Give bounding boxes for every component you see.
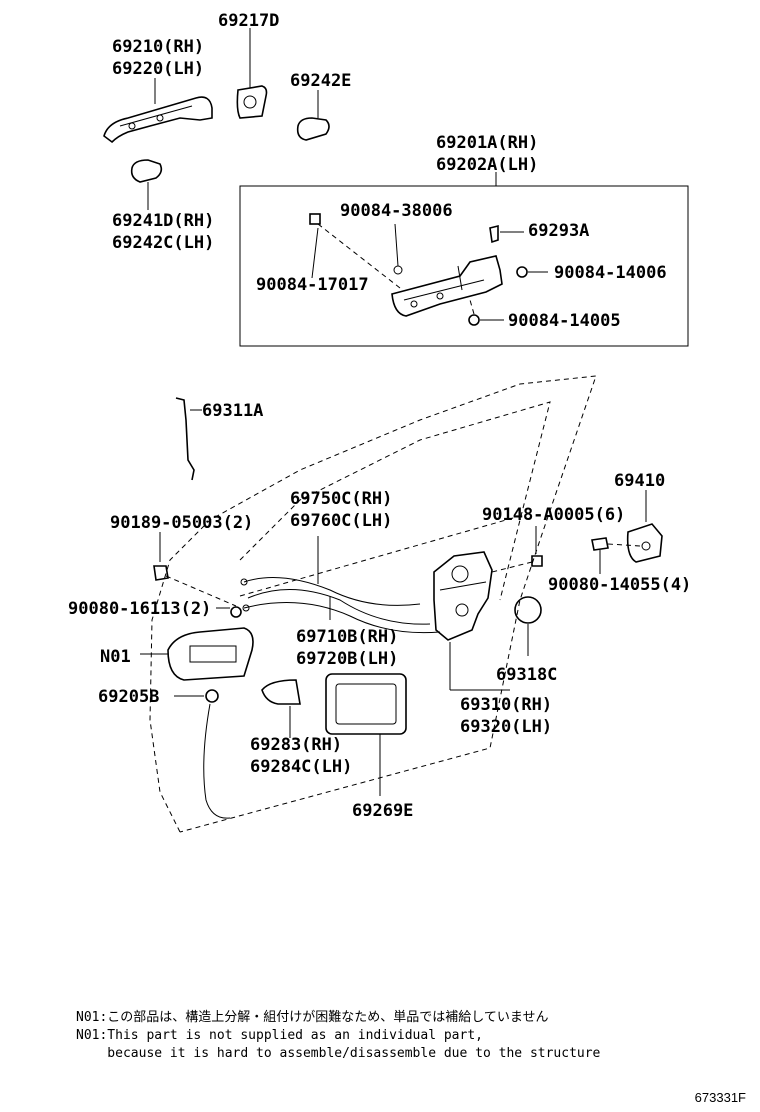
clip-69205B-part xyxy=(205,689,219,703)
inside-handle-part xyxy=(167,627,254,681)
handle-bezel-part xyxy=(261,679,301,705)
label-90080-16113: 90080-16113(2) xyxy=(68,599,211,619)
label-69217D: 69217D xyxy=(218,11,279,31)
label-N01: N01 xyxy=(100,647,131,667)
screw-90189-part xyxy=(153,565,169,581)
door-cables-part xyxy=(240,577,441,634)
label-69760C: 69760C(LH) xyxy=(290,511,392,531)
label-69293A: 69293A xyxy=(528,221,589,241)
label-69202A: 69202A(LH) xyxy=(436,155,538,175)
label-69241D: 69241D(RH) xyxy=(112,211,214,231)
door-outline xyxy=(149,375,597,833)
label-69242C: 69242C(LH) xyxy=(112,233,214,253)
label-69242E: 69242E xyxy=(290,71,351,91)
outside-handle-part xyxy=(103,96,213,144)
label-90148-A0005: 90148-A0005(6) xyxy=(482,505,625,525)
label-90084-14005: 90084-14005 xyxy=(508,311,621,331)
clip-part xyxy=(309,213,321,225)
label-90189-05003: 90189-05003(2) xyxy=(110,513,253,533)
label-69311A: 69311A xyxy=(202,401,263,421)
lock-cap-part xyxy=(514,596,542,624)
label-69205B: 69205B xyxy=(98,687,159,707)
note-jp: N01:この部品は、構造上分解・組付けが困難なため、単品では補給していません xyxy=(76,1010,549,1025)
label-69720B: 69720B(LH) xyxy=(296,649,398,669)
screw-90080-14055-part xyxy=(591,537,609,551)
label-90080-14055: 90080-14055(4) xyxy=(548,575,691,595)
note-en-line1: N01:This part is not supplied as an indi… xyxy=(76,1028,483,1043)
handle-pad-small-part xyxy=(130,159,163,183)
label-69318C: 69318C xyxy=(496,665,557,685)
label-69750C: 69750C(RH) xyxy=(290,489,392,509)
frame-assembly-box xyxy=(239,185,689,347)
door-lock-assembly-part xyxy=(433,551,493,641)
label-90084-14006: 90084-14006 xyxy=(554,263,667,283)
door-striker-part xyxy=(626,523,663,563)
label-69210: 69210(RH) xyxy=(112,37,204,57)
label-69201A: 69201A(RH) xyxy=(436,133,538,153)
outside-handle-frame-part xyxy=(391,255,503,317)
screw-90080-part xyxy=(230,606,242,618)
label-69320: 69320(LH) xyxy=(460,717,552,737)
label-69284C: 69284C(LH) xyxy=(250,757,352,777)
label-90084-17017: 90084-17017 xyxy=(256,275,369,295)
screw-90148-part xyxy=(531,555,543,567)
label-69283: 69283(RH) xyxy=(250,735,342,755)
handle-plate-part xyxy=(325,673,407,735)
label-69710B: 69710B(RH) xyxy=(296,627,398,647)
note-en-line2: because it is hard to assemble/disassemb… xyxy=(76,1046,601,1061)
lock-rod-part xyxy=(175,397,195,481)
handle-pad-part xyxy=(296,117,330,141)
label-69310: 69310(RH) xyxy=(460,695,552,715)
diagram-reference-code: 673331F xyxy=(694,1090,746,1105)
label-69410: 69410 xyxy=(614,471,665,491)
key-cylinder-cover-part xyxy=(236,85,268,119)
label-69269E: 69269E xyxy=(352,801,413,821)
label-69220: 69220(LH) xyxy=(112,59,204,79)
label-90084-38006: 90084-38006 xyxy=(340,201,453,221)
